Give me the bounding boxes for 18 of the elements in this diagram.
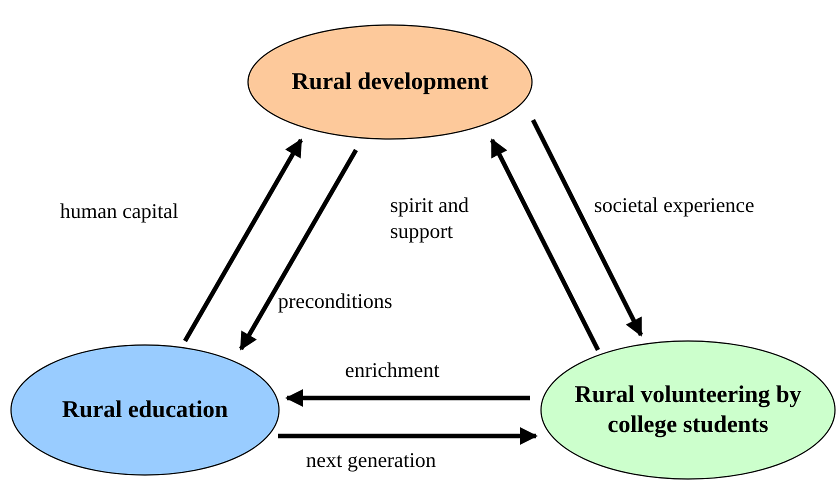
arrow <box>530 119 644 337</box>
edge-label: next generation <box>306 447 436 474</box>
edge-label: enrichment <box>345 357 440 384</box>
arrow <box>278 427 538 445</box>
edge-label: preconditions <box>278 288 392 314</box>
ellipse-node <box>10 344 280 476</box>
arrow <box>490 138 600 352</box>
node-label: Rural development <box>292 68 488 97</box>
node-label: Rural volunteering by college students <box>574 381 802 440</box>
ellipse-node <box>540 340 836 480</box>
edge-label: human capital <box>60 198 178 224</box>
arrow <box>183 138 303 342</box>
edge-label: spirit and support <box>390 192 470 244</box>
node-label: Rural education <box>62 396 228 425</box>
arrow <box>239 148 358 351</box>
edge-label: societal experience <box>594 192 754 218</box>
arrow <box>285 389 530 407</box>
ellipse-node <box>247 24 533 140</box>
